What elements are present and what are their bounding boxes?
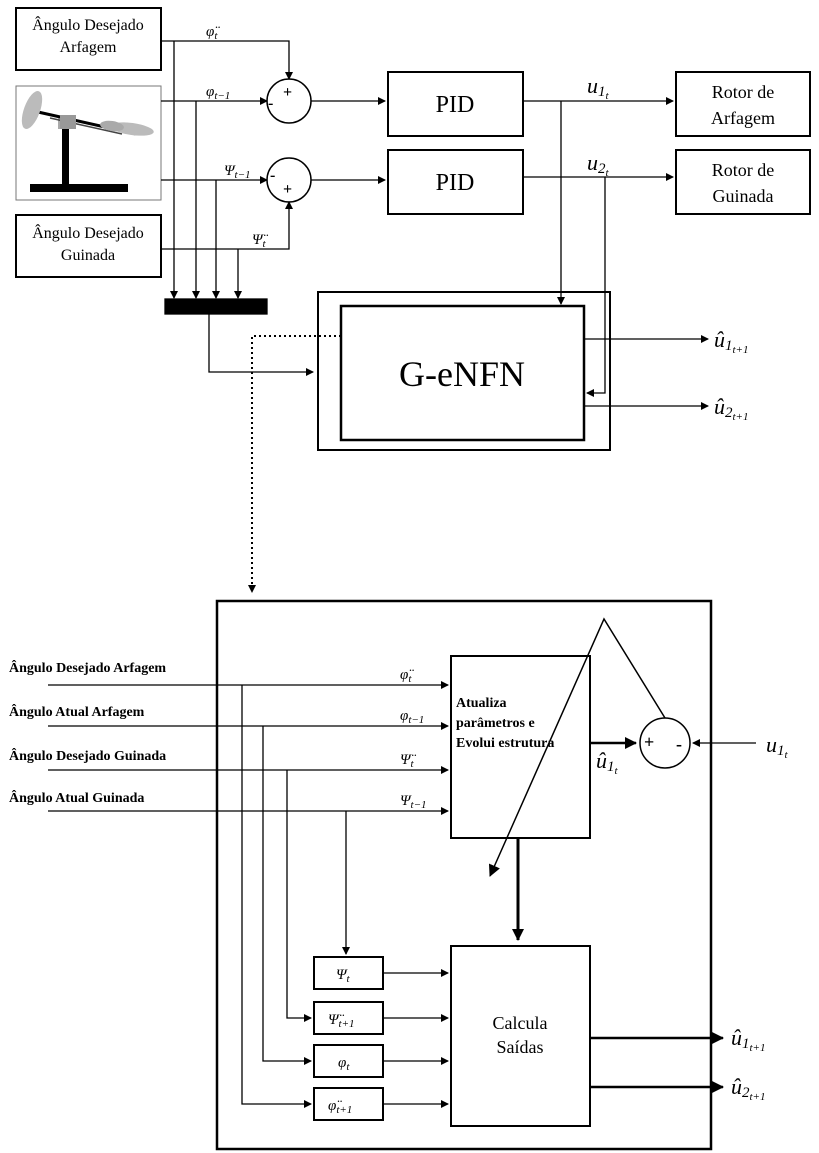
update-label-1: Atualiza	[456, 696, 507, 711]
desired-pitch-label-2: Arfagem	[60, 39, 117, 56]
bottom-u1-hat-next-label: û1t+1	[731, 1025, 765, 1054]
phi-ddot-next-label: φ̈t+1	[328, 1098, 352, 1116]
u2-label: u2t	[587, 150, 610, 179]
yaw-junction-plus: +	[283, 181, 292, 198]
mux-bar	[165, 299, 267, 314]
update-label-2: parâmetros e	[456, 716, 535, 731]
phi-t-label: φt	[338, 1055, 350, 1073]
compute-block	[451, 946, 590, 1126]
bottom-u1-hat-label: û1t	[596, 748, 619, 777]
yaw-junction-minus: -	[270, 167, 275, 184]
phi-ddot-label: φ̈t	[206, 24, 220, 42]
bottom-phi-ddot-label: φ̈t	[400, 667, 414, 685]
bottom-u1-label: u1t	[766, 732, 789, 761]
desired-yaw-label-2: Guinada	[61, 247, 115, 264]
input-actual-pitch-label: Ângulo Atual Arfagem	[9, 703, 145, 720]
top-diagram	[16, 8, 810, 592]
yaw-rotor-label-1: Rotor de	[712, 160, 775, 180]
bottom-diagram	[48, 601, 756, 1149]
input-actual-yaw-label: Ângulo Atual Guinada	[9, 789, 144, 806]
genfn-label: G-eNFN	[399, 354, 525, 394]
psi-ddot-line	[161, 202, 289, 249]
u2-feedback-line	[587, 177, 605, 393]
input-desired-yaw-label: Ângulo Desejado Guinada	[9, 747, 166, 764]
psi-prev-label: Ψt−1	[224, 163, 251, 181]
top-labels: Ângulo Desejado Arfagem Ângulo Desejado …	[32, 15, 775, 423]
pid-yaw-label: PID	[436, 170, 475, 196]
psi-ddot-next-label: Ψ̈t+1	[328, 1012, 355, 1030]
input-desired-pitch-label: Ângulo Desejado Arfagem	[9, 659, 166, 676]
psi-ddot-label: Ψ̈t	[252, 232, 269, 250]
tap-desired-pitch	[242, 685, 311, 1104]
yaw-rotor-label-2: Guinada	[713, 186, 774, 206]
u2-hat-next-label: û2t+1	[714, 394, 748, 423]
helicopter-base	[30, 184, 128, 192]
zoom-dotted-line	[252, 336, 341, 592]
bottom-psi-ddot-label: Ψ̈t	[400, 752, 417, 770]
compute-label-1: Calcula	[493, 1013, 548, 1033]
helicopter-rear-rotor	[18, 88, 47, 131]
pitch-junction-plus: +	[283, 84, 292, 101]
u1-label: u1t	[587, 73, 610, 102]
error-junction-plus: +	[644, 732, 654, 752]
compute-label-2: Saídas	[497, 1037, 544, 1057]
helicopter-post	[62, 128, 69, 186]
bottom-labels: Ângulo Desejado Arfagem Ângulo Atual Arf…	[9, 659, 789, 1116]
phi-ddot-line	[161, 41, 289, 79]
pid-pitch-label: PID	[436, 92, 475, 118]
helicopter-illustration	[18, 88, 155, 192]
bottom-phi-prev-label: φt−1	[400, 708, 424, 726]
helicopter-body	[60, 115, 76, 129]
u1-hat-next-label: û1t+1	[714, 327, 748, 356]
phi-prev-label: φt−1	[206, 84, 230, 102]
genfn-detail-frame	[217, 601, 711, 1149]
error-junction-minus: -	[676, 734, 682, 754]
tap-desired-yaw	[287, 770, 311, 1018]
pitch-rotor-label-2: Arfagem	[711, 108, 775, 128]
pitch-rotor-label-1: Rotor de	[712, 82, 775, 102]
psi-t-label: Ψt	[336, 967, 351, 985]
desired-yaw-label-1: Ângulo Desejado	[32, 223, 144, 242]
pitch-junction-minus: -	[268, 95, 273, 112]
mux-to-genfn-line	[209, 314, 313, 372]
desired-pitch-label-1: Ângulo Desejado	[32, 15, 144, 34]
bottom-psi-prev-label: Ψt−1	[400, 793, 427, 811]
update-label-3: Evolui estrutura	[456, 736, 554, 751]
bottom-u2-hat-next-label: û2t+1	[731, 1074, 765, 1103]
